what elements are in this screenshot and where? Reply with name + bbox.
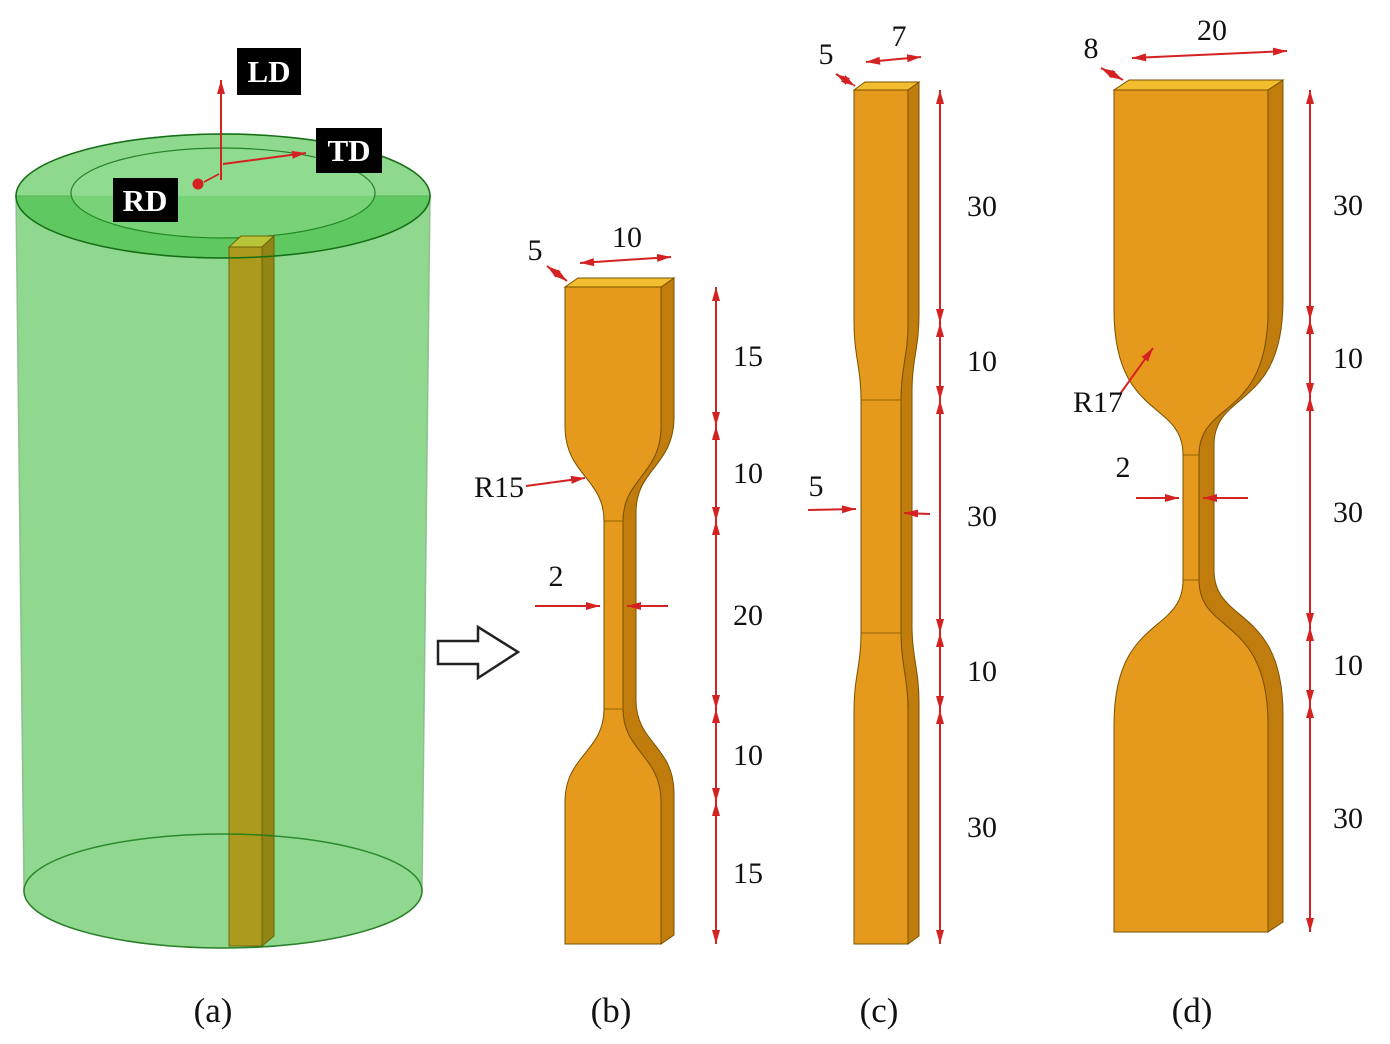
rd-axis-line xyxy=(203,173,220,183)
billet-view: LD TD RD xyxy=(15,48,431,949)
caption-a: (a) xyxy=(194,991,233,1030)
dim-label-d-s4: 10 xyxy=(1333,649,1363,682)
dim-label-d-s5: 30 xyxy=(1333,802,1363,835)
td-axis-arrow xyxy=(222,150,307,165)
dim-label-d-s2: 10 xyxy=(1333,342,1363,375)
dimensions-c: 5 7 5 30 10 30 10 30 xyxy=(807,20,997,944)
d-radius-arrow xyxy=(1119,347,1154,395)
cylinder-bottom-rim xyxy=(23,833,423,949)
specimen-c: 5 7 5 30 10 30 10 30 xyxy=(807,20,997,945)
dim-label-d-s1: 30 xyxy=(1333,189,1363,222)
dim-label-b-thickness: 5 xyxy=(528,234,543,267)
dimension-chain-c: 30 10 30 10 30 xyxy=(936,90,997,944)
c-gauge-arrow-right xyxy=(903,509,931,518)
dimension-chain-b: 15 10 20 10 15 xyxy=(712,287,763,944)
dim-label-b-gauge: 2 xyxy=(549,560,564,593)
dim-label-b-s1: 15 xyxy=(733,340,763,373)
b-thickness-arrow xyxy=(546,265,568,282)
dim-label-b-s3: 20 xyxy=(733,599,763,632)
dim-label-d-radius: R17 xyxy=(1073,386,1123,419)
axes: LD TD RD xyxy=(113,48,382,222)
b-radius-arrow xyxy=(525,475,586,487)
dim-label-b-s2: 10 xyxy=(733,457,763,490)
dimensions-d: 8 20 R17 2 30 10 30 10 30 xyxy=(1073,14,1363,932)
axis-label-ld: LD xyxy=(247,54,290,89)
dim-label-c-s2: 10 xyxy=(967,345,997,378)
c-thickness-arrow xyxy=(835,73,856,87)
dim-label-b-s5: 15 xyxy=(733,857,763,890)
dim-label-c-gauge: 5 xyxy=(809,470,824,503)
dim-label-b-top-width: 10 xyxy=(612,221,642,254)
plate-front-face xyxy=(228,246,263,947)
specimen-d-front-face xyxy=(1113,89,1269,933)
ld-label-box xyxy=(237,48,301,95)
caption-b: (b) xyxy=(591,991,632,1030)
dim-label-c-s3: 30 xyxy=(967,500,997,533)
dim-label-b-s4: 10 xyxy=(733,739,763,772)
dim-label-d-top-width: 20 xyxy=(1197,14,1227,47)
td-label-box xyxy=(316,128,382,173)
dim-label-b-radius: R15 xyxy=(474,471,524,504)
dim-label-c-s4: 10 xyxy=(967,655,997,688)
specimen-c-front-face xyxy=(853,89,909,945)
plate-side-face xyxy=(261,234,275,948)
axis-label-rd: RD xyxy=(123,183,168,218)
cylinder-top-outline xyxy=(15,133,431,259)
dim-label-d-thickness: 8 xyxy=(1084,32,1099,65)
rd-label-box xyxy=(113,178,178,222)
specimen-b: 10 5 R15 2 15 10 20 10 15 xyxy=(474,221,763,945)
dim-label-c-s5: 30 xyxy=(967,811,997,844)
dim-label-d-s3: 30 xyxy=(1333,496,1363,529)
captions: (a) (b) (c) (d) xyxy=(194,991,1213,1030)
dim-label-c-thickness: 5 xyxy=(819,38,834,71)
dim-label-d-gauge: 2 xyxy=(1116,451,1131,484)
specimen-b-top-face xyxy=(563,277,676,288)
machining-arrow xyxy=(436,624,521,681)
b-top-width-arrow xyxy=(579,253,672,267)
embedded-plate xyxy=(227,234,276,948)
caption-c: (c) xyxy=(860,991,899,1030)
cylinder-front-wall xyxy=(16,196,430,948)
dim-label-c-s1: 30 xyxy=(967,190,997,223)
c-gauge-arrow-left xyxy=(807,505,857,514)
caption-d: (d) xyxy=(1172,991,1213,1030)
dimension-chain-d: 30 10 30 10 30 xyxy=(1306,90,1363,932)
dimensions-b: 10 5 R15 2 15 10 20 10 15 xyxy=(474,221,763,944)
axis-label-td: TD xyxy=(327,133,370,168)
d-top-width-arrow xyxy=(1131,47,1288,62)
rd-axis-dot xyxy=(192,178,204,190)
specimen-d-top-face xyxy=(1112,79,1285,91)
dim-label-c-top-width: 7 xyxy=(892,20,907,53)
c-top-width-arrow xyxy=(865,54,922,65)
specimen-d: 8 20 R17 2 30 10 30 10 30 xyxy=(1073,14,1363,933)
specimen-c-top-face xyxy=(852,81,921,91)
d-thickness-arrow xyxy=(1100,67,1124,81)
specimen-b-front-face xyxy=(564,286,662,945)
